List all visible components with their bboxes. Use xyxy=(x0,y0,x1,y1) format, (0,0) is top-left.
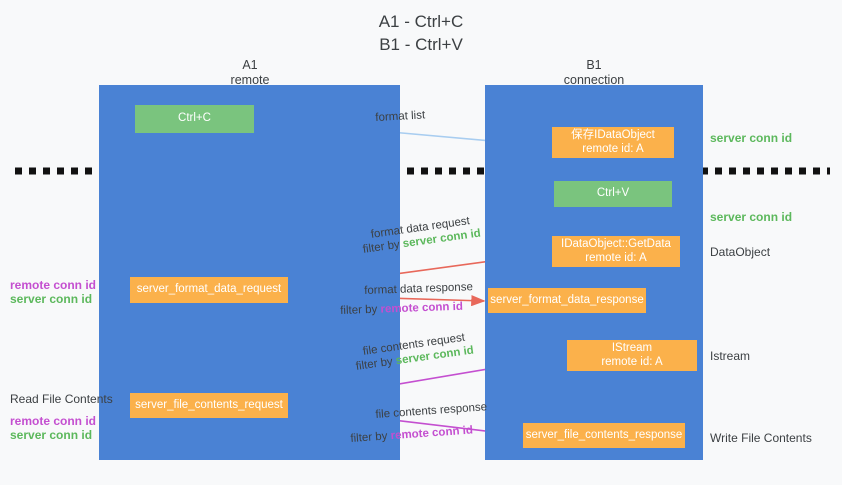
note-conn-ids-file: remote conn id server conn id xyxy=(10,414,96,442)
node-idataobject[interactable]: 保存IDataObject remote id: A xyxy=(552,127,674,158)
filter-value-remote-conn-id-1: remote conn id xyxy=(380,300,464,316)
note-read-file-contents: Read File Contents xyxy=(10,392,113,406)
node-server-file-contents-response[interactable]: server_file_contents_response xyxy=(523,423,685,448)
node-server-format-data-response[interactable]: server_format_data_response xyxy=(488,288,646,313)
note-server-conn-id-top: server conn id xyxy=(710,131,793,145)
node-server-file-contents-request[interactable]: server_file_contents_request xyxy=(130,393,288,418)
note-server-conn-id-mid: server conn id xyxy=(710,210,793,224)
node-ctrl-v[interactable]: Ctrl+V xyxy=(554,181,672,207)
lane-header-a1: A1 remote xyxy=(230,58,270,87)
edge-label-format-list: format list xyxy=(375,109,426,124)
filter-prefix-4: filter by xyxy=(350,430,392,445)
note-conn-ids-format: remote conn id server conn id xyxy=(10,278,96,306)
note-write-file-contents: Write File Contents xyxy=(710,431,812,445)
node-istream[interactable]: IStream remote id: A xyxy=(567,340,697,371)
node-idataobject-getdata[interactable]: IDataObject::GetData remote id: A xyxy=(552,236,680,267)
lane-header-b1: B1 connection xyxy=(563,58,625,87)
note-server-conn-id-2: server conn id xyxy=(10,428,93,442)
filter-prefix-2: filter by xyxy=(340,303,381,317)
note-remote-conn-id: remote conn id xyxy=(10,278,97,292)
note-server-conn-id: server conn id xyxy=(10,292,93,306)
note-remote-conn-id-2: remote conn id xyxy=(10,414,97,428)
diagram-title: A1 - Ctrl+C B1 - Ctrl+V xyxy=(378,12,464,54)
note-dataobject: DataObject xyxy=(710,245,771,259)
node-ctrl-c[interactable]: Ctrl+C xyxy=(135,105,254,133)
node-server-format-data-request[interactable]: server_format_data_request xyxy=(130,277,288,303)
note-istream: Istream xyxy=(710,349,751,363)
